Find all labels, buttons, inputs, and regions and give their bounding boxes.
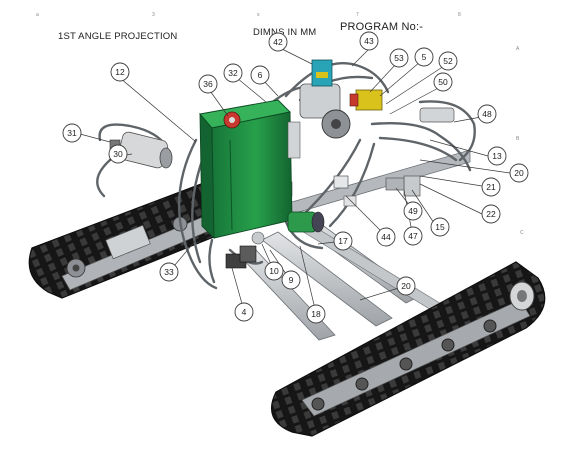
svg-text:8: 8 <box>458 12 461 18</box>
balloon-12: 12 <box>110 62 130 82</box>
balloon-10: 10 <box>264 261 284 281</box>
lower-left-valves <box>225 231 265 269</box>
svg-text:50: 50 <box>438 77 448 87</box>
svg-text:32: 32 <box>228 68 238 78</box>
svg-text:18: 18 <box>311 309 321 319</box>
balloon-47: 47 <box>403 226 423 246</box>
svg-text:53: 53 <box>394 53 404 63</box>
balloon-52: 52 <box>438 51 458 71</box>
svg-text:48: 48 <box>482 109 492 119</box>
balloon-42: 42 <box>268 32 288 52</box>
svg-text:17: 17 <box>338 236 348 246</box>
balloon-22: 22 <box>481 204 501 224</box>
right-valve-bank <box>287 107 455 207</box>
balloon-50: 50 <box>433 72 453 92</box>
leader-lines <box>79 48 511 314</box>
svg-text:C: C <box>520 230 524 236</box>
svg-text:33: 33 <box>164 267 174 277</box>
svg-text:44: 44 <box>381 232 391 242</box>
svg-text:20: 20 <box>514 168 524 178</box>
balloon-6: 6 <box>250 65 270 85</box>
projection-label: 1ST ANGLE PROJECTION <box>58 31 178 42</box>
balloon-44: 44 <box>376 227 396 247</box>
balloon-33: 33 <box>159 262 179 282</box>
svg-text:47: 47 <box>408 231 418 241</box>
svg-text:5: 5 <box>422 52 427 62</box>
svg-text:42: 42 <box>273 37 283 47</box>
program-label: PROGRAM No:- <box>340 21 424 33</box>
balloon-49: 49 <box>403 201 423 221</box>
svg-text:3: 3 <box>152 12 155 18</box>
svg-text:52: 52 <box>443 56 453 66</box>
balloon-9: 9 <box>281 270 301 290</box>
balloon-18: 18 <box>306 304 326 324</box>
svg-text:36: 36 <box>203 79 213 89</box>
svg-text:20: 20 <box>401 281 411 291</box>
balloon-48: 48 <box>477 104 497 124</box>
svg-text:15: 15 <box>435 222 445 232</box>
balloon-4: 4 <box>234 302 254 322</box>
balloon-5: 5 <box>414 47 434 67</box>
balloon-20-bottom: 20 <box>396 276 416 296</box>
green-tank <box>199 99 293 240</box>
svg-text:12: 12 <box>115 67 125 77</box>
dimensions-label: DIMNS IN MM <box>253 27 317 38</box>
svg-text:s: s <box>257 12 260 18</box>
balloon-43: 43 <box>359 31 379 51</box>
svg-text:A: A <box>516 46 520 52</box>
svg-text:30: 30 <box>113 149 123 159</box>
balloon-32: 32 <box>223 63 243 83</box>
balloon-20-top: 20 <box>509 163 529 183</box>
svg-text:B: B <box>516 136 520 142</box>
balloon-53: 53 <box>389 48 409 68</box>
svg-text:13: 13 <box>492 151 502 161</box>
balloon-36: 36 <box>198 74 218 94</box>
svg-text:21: 21 <box>486 182 496 192</box>
svg-text:49: 49 <box>408 206 418 216</box>
right-track <box>271 261 546 437</box>
svg-text:10: 10 <box>269 266 279 276</box>
lower-pump <box>287 211 325 233</box>
svg-text:9: 9 <box>289 275 294 285</box>
balloon-13: 13 <box>487 146 507 166</box>
svg-text:43: 43 <box>364 36 374 46</box>
svg-text:22: 22 <box>486 209 496 219</box>
balloon-15: 15 <box>430 217 450 237</box>
svg-text:7: 7 <box>356 12 359 18</box>
balloon-17: 17 <box>333 231 353 251</box>
top-motor-valve <box>299 59 383 139</box>
balloon-21: 21 <box>481 177 501 197</box>
svg-text:6: 6 <box>258 70 263 80</box>
svg-text:31: 31 <box>67 128 77 138</box>
balloon-30: 30 <box>108 144 128 164</box>
balloon-31: 31 <box>62 123 82 143</box>
svg-text:4: 4 <box>242 307 247 317</box>
svg-text:a: a <box>36 12 39 18</box>
